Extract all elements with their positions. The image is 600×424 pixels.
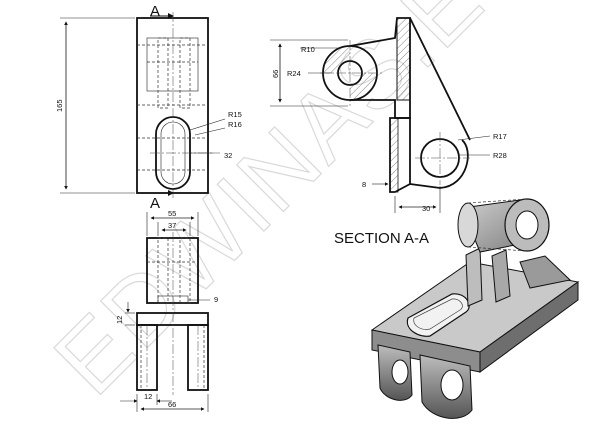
dim-sec-66: 66 (271, 70, 280, 78)
dim-r15: R15 (228, 110, 242, 119)
dim-slot-width: 32 (224, 151, 232, 160)
section-mark-bottom: A (150, 195, 160, 212)
section-mark-top: A (150, 3, 160, 20)
dim-front-height: 165 (55, 99, 64, 112)
section-title: SECTION A-A (334, 230, 429, 247)
dim-bottom-12: 12 (144, 392, 152, 401)
section-view (320, 17, 471, 193)
dim-r10: R10 (301, 45, 315, 54)
bottom-view (136, 232, 209, 395)
dim-top-37: 37 (168, 221, 176, 230)
dim-sec-30: 30 (422, 204, 430, 213)
dim-base-12: 12 (115, 316, 124, 324)
dim-sec-8: 8 (362, 180, 366, 189)
bottom-dimensions (120, 212, 210, 412)
dim-r24: R24 (287, 69, 301, 78)
section-dimensions (270, 39, 491, 213)
dim-r17: R17 (493, 132, 507, 141)
dim-r16: R16 (228, 120, 242, 129)
front-dimensions (60, 17, 226, 194)
dim-bottom-66: 66 (168, 400, 176, 409)
dim-top-55: 55 (168, 209, 176, 218)
isometric-view (370, 198, 580, 419)
front-view (136, 12, 220, 198)
dim-r28: R28 (493, 151, 507, 160)
dim-rib-9: 9 (214, 295, 218, 304)
